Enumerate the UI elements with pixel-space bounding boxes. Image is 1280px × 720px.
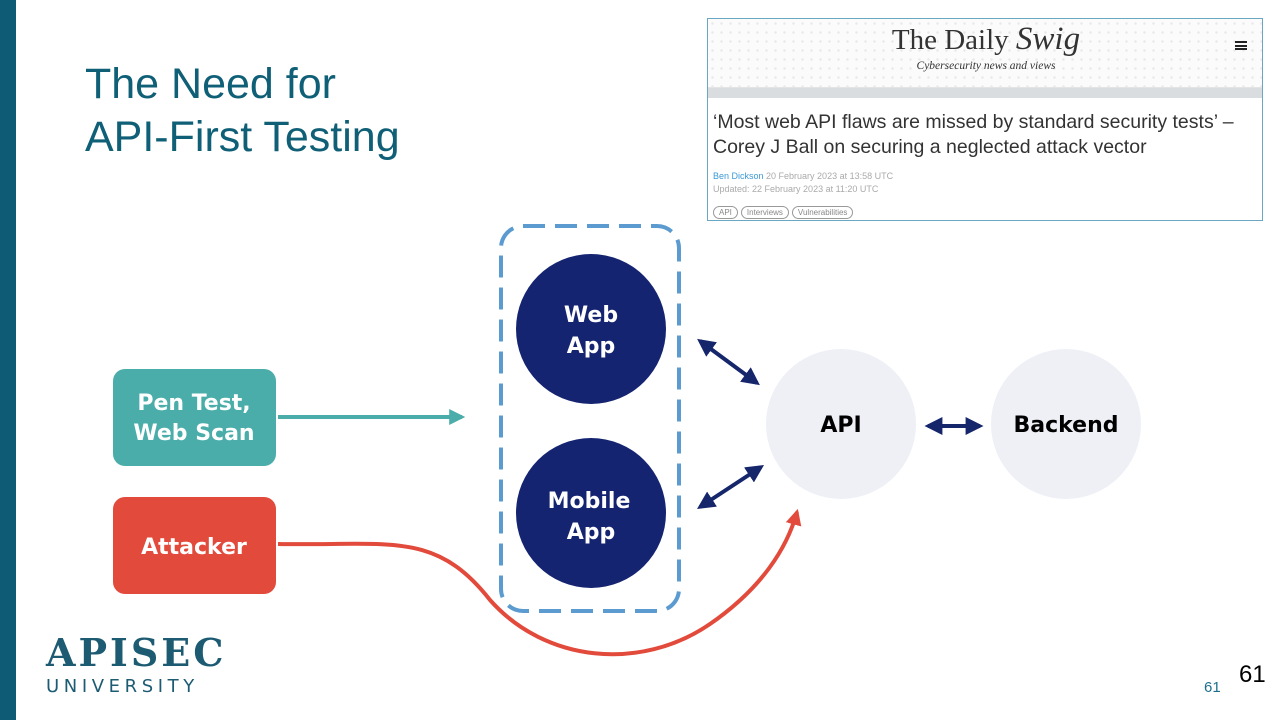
- apisec-logo-subtitle: UNIVERSITY: [46, 676, 199, 697]
- mobile-app-label-line2: App: [567, 520, 616, 545]
- backend-circle: [991, 349, 1141, 499]
- news-byline: Ben Dickson 20 February 2023 at 13:58 UT…: [713, 171, 893, 181]
- left-accent-bar: [0, 0, 16, 720]
- mobile-app-circle: [516, 438, 666, 588]
- web-app-label-line1: Web: [564, 303, 618, 328]
- slide-title: The Need for API-First Testing: [85, 58, 400, 164]
- hamburger-menu-icon[interactable]: [1235, 41, 1247, 50]
- news-header-pattern: [708, 19, 1262, 87]
- news-tag-api[interactable]: API: [713, 206, 738, 219]
- news-headline: ‘Most web API flaws are missed by standa…: [713, 111, 1234, 158]
- news-article-screenshot: The Daily Swig Cybersecurity news and vi…: [707, 18, 1263, 221]
- api-label: API: [820, 413, 861, 438]
- pentest-label-line2: Web Scan: [133, 421, 254, 446]
- attacker-to-api-arrow: [277, 508, 802, 657]
- page-number-small: 61: [1204, 679, 1221, 696]
- pentest-box: [113, 369, 276, 466]
- news-brand-prefix: The Daily: [891, 24, 1016, 56]
- web-app-label-line2: App: [567, 334, 616, 359]
- news-author-link[interactable]: Ben Dickson: [713, 171, 764, 181]
- page-number-large: 61: [1239, 661, 1266, 688]
- news-divider-strip: [708, 88, 1262, 98]
- news-brand-swig: Swig: [1015, 21, 1081, 57]
- news-updated-date: Updated: 22 February 2023 at 11:20 UTC: [713, 184, 879, 194]
- slide-title-line1: The Need for: [85, 60, 336, 108]
- client-apps-group-border: [499, 224, 681, 613]
- news-header: The Daily Swig Cybersecurity news and vi…: [708, 19, 1262, 88]
- news-brand: The Daily Swig: [708, 21, 1262, 58]
- pentest-label-line1: Pen Test,: [137, 391, 250, 416]
- news-tag-interviews[interactable]: Interviews: [740, 206, 789, 219]
- slide-title-line2: API-First Testing: [85, 113, 400, 161]
- news-tagline: Cybersecurity news and views: [916, 60, 1056, 72]
- backend-label: Backend: [1013, 413, 1118, 438]
- apisec-logo-wordmark: APISEC: [46, 630, 227, 675]
- api-circle: [766, 349, 916, 499]
- web-app-circle: [516, 254, 666, 404]
- attacker-label: Attacker: [141, 535, 247, 560]
- mobileapp-api-arrow: [696, 465, 765, 509]
- news-published-date: 20 February 2023 at 13:58 UTC: [763, 171, 894, 181]
- news-tag-list: API Interviews Vulnerabilities: [713, 206, 854, 219]
- webapp-api-arrow: [697, 338, 760, 386]
- attacker-box: [113, 497, 276, 594]
- mobile-app-label-line1: Mobile: [548, 489, 631, 514]
- news-tag-vulnerabilities[interactable]: Vulnerabilities: [791, 206, 854, 219]
